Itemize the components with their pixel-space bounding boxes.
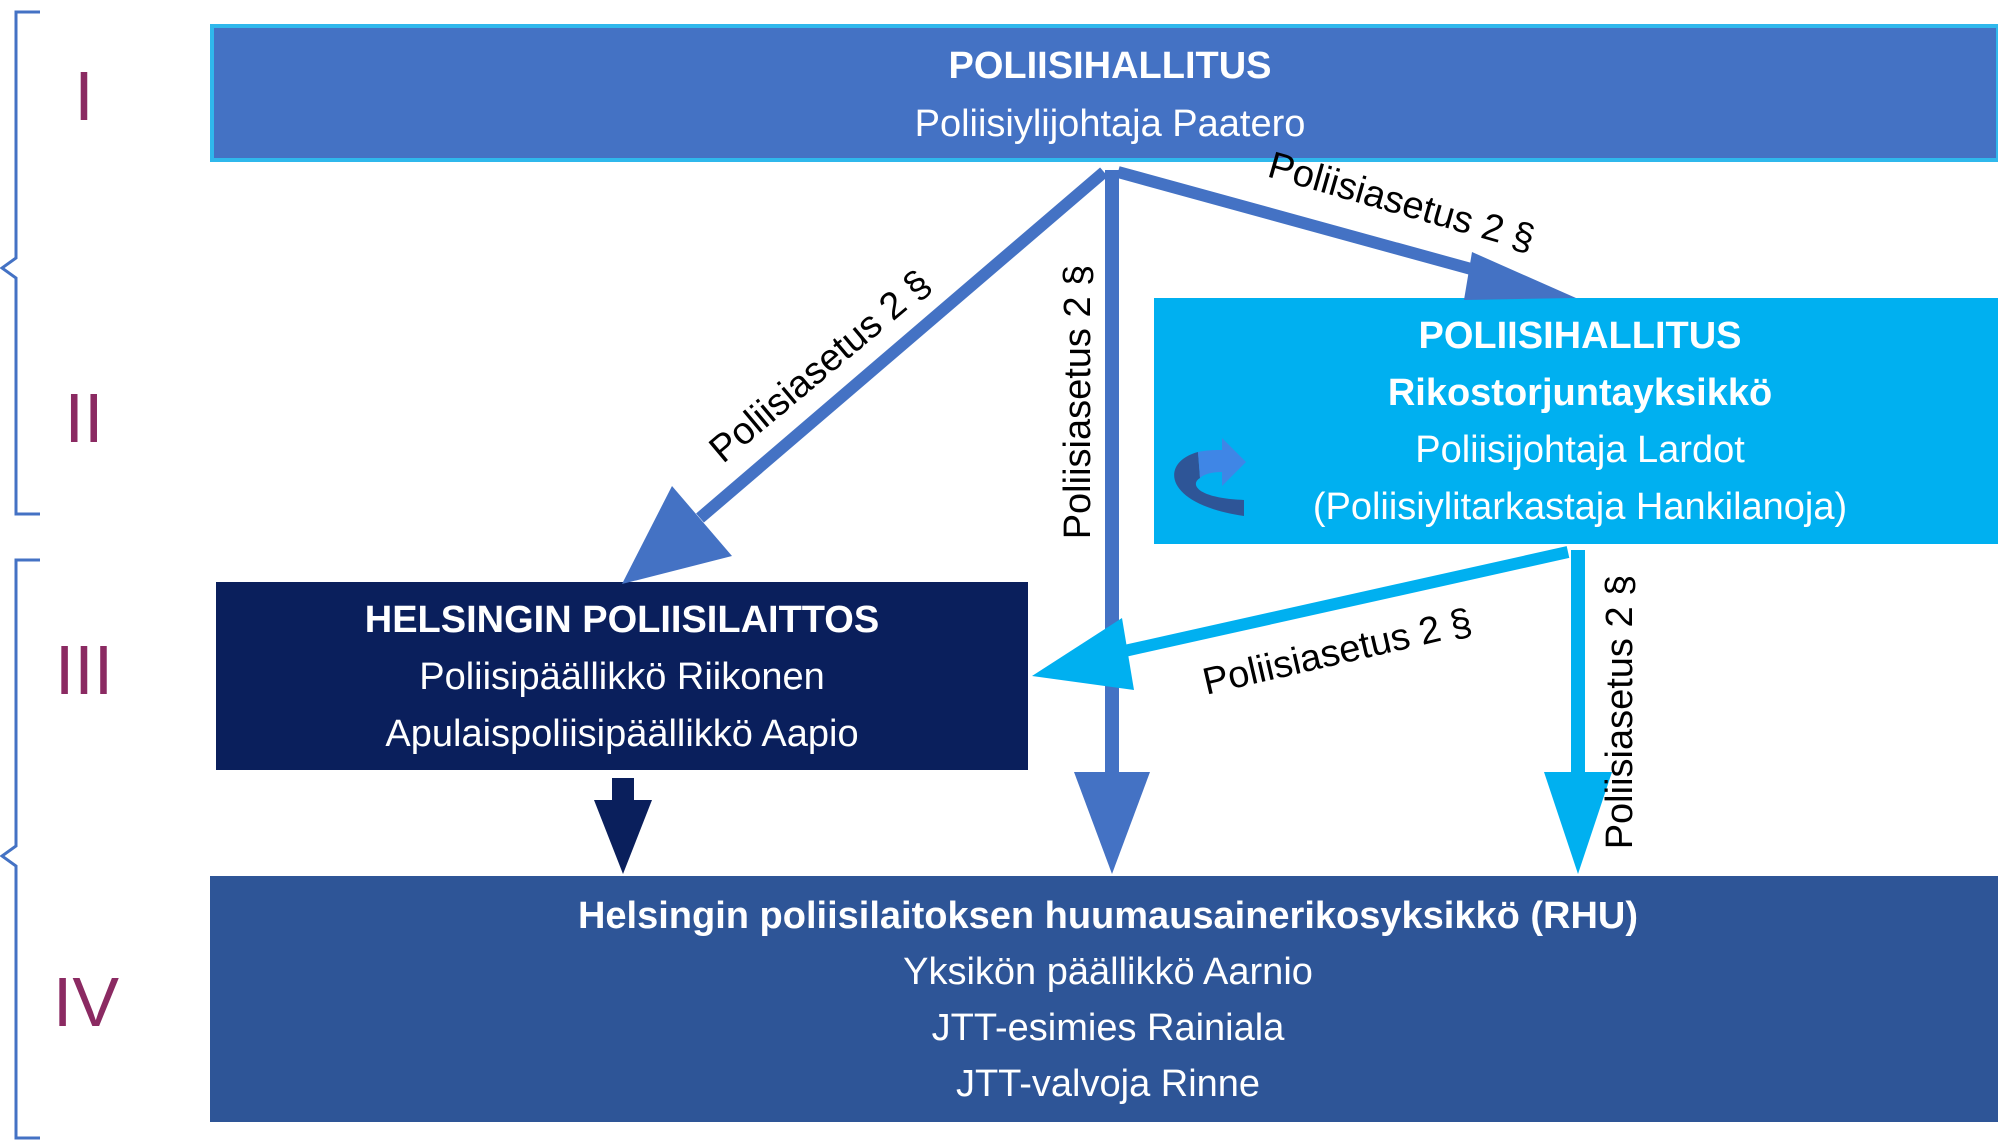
rhu-controller: JTT-valvoja Rinne xyxy=(956,1063,1260,1105)
poliisihallitus-box: POLIISIHALLITUS Poliisiylijohtaja Paater… xyxy=(210,24,1998,162)
rikostorjunta-deputy: (Poliisiylitarkastaja Hankilanoja) xyxy=(1313,486,1847,528)
helsinki-chief: Poliisipäällikkö Riikonen xyxy=(419,656,825,698)
rhu-head: Yksikön päällikkö Aarnio xyxy=(903,951,1313,993)
label-ph-to-helsinki: Poliisiasetus 2 § xyxy=(702,262,939,471)
helsinki-deputy-chief: Apulaispoliisipäällikkö Aapio xyxy=(385,713,858,755)
curved-arrow-icon xyxy=(1174,438,1246,516)
poliisihallitus-title: POLIISIHALLITUS xyxy=(949,45,1272,87)
label-unit-to-helsinki: Poliisiasetus 2 § xyxy=(1199,601,1476,704)
helsinki-title: HELSINGIN POLIISILAITTOS xyxy=(365,599,879,641)
arrow-ph-to-unit xyxy=(1116,166,1576,300)
label-ph-to-rhu: Poliisiasetus 2 § xyxy=(1057,265,1099,540)
poliisihallitus-head: Poliisiylijohtaja Paatero xyxy=(915,103,1306,145)
rhu-supervisor: JTT-esimies Rainiala xyxy=(932,1007,1286,1049)
rhu-box: Helsingin poliisilaitoksen huumausaineri… xyxy=(210,876,1998,1122)
rikostorjunta-box: POLIISIHALLITUS Rikostorjuntayksikkö Pol… xyxy=(1154,298,1998,544)
arrow-helsinki-to-rhu xyxy=(594,778,652,874)
level-bracket-lower xyxy=(0,558,40,1140)
level-label-iii: III xyxy=(55,631,113,709)
arrow-unit-to-helsinki xyxy=(1032,546,1570,690)
arrow-unit-to-rhu xyxy=(1544,550,1612,874)
label-unit-to-rhu: Poliisiasetus 2 § xyxy=(1599,575,1641,850)
rikostorjunta-head: Poliisijohtaja Lardot xyxy=(1415,429,1745,471)
rhu-title: Helsingin poliisilaitoksen huumausaineri… xyxy=(578,895,1638,937)
helsinki-police-box: HELSINGIN POLIISILAITTOS Poliisipäällikk… xyxy=(216,582,1028,770)
level-label-iv: IV xyxy=(53,963,119,1041)
rikostorjunta-title: POLIISIHALLITUS xyxy=(1419,315,1742,357)
rikostorjunta-subtitle: Rikostorjuntayksikkö xyxy=(1388,372,1772,414)
level-label-ii: II xyxy=(65,379,104,457)
arrow-ph-to-helsinki xyxy=(622,167,1108,584)
level-bracket-upper xyxy=(0,10,40,516)
level-label-i: I xyxy=(74,57,93,135)
